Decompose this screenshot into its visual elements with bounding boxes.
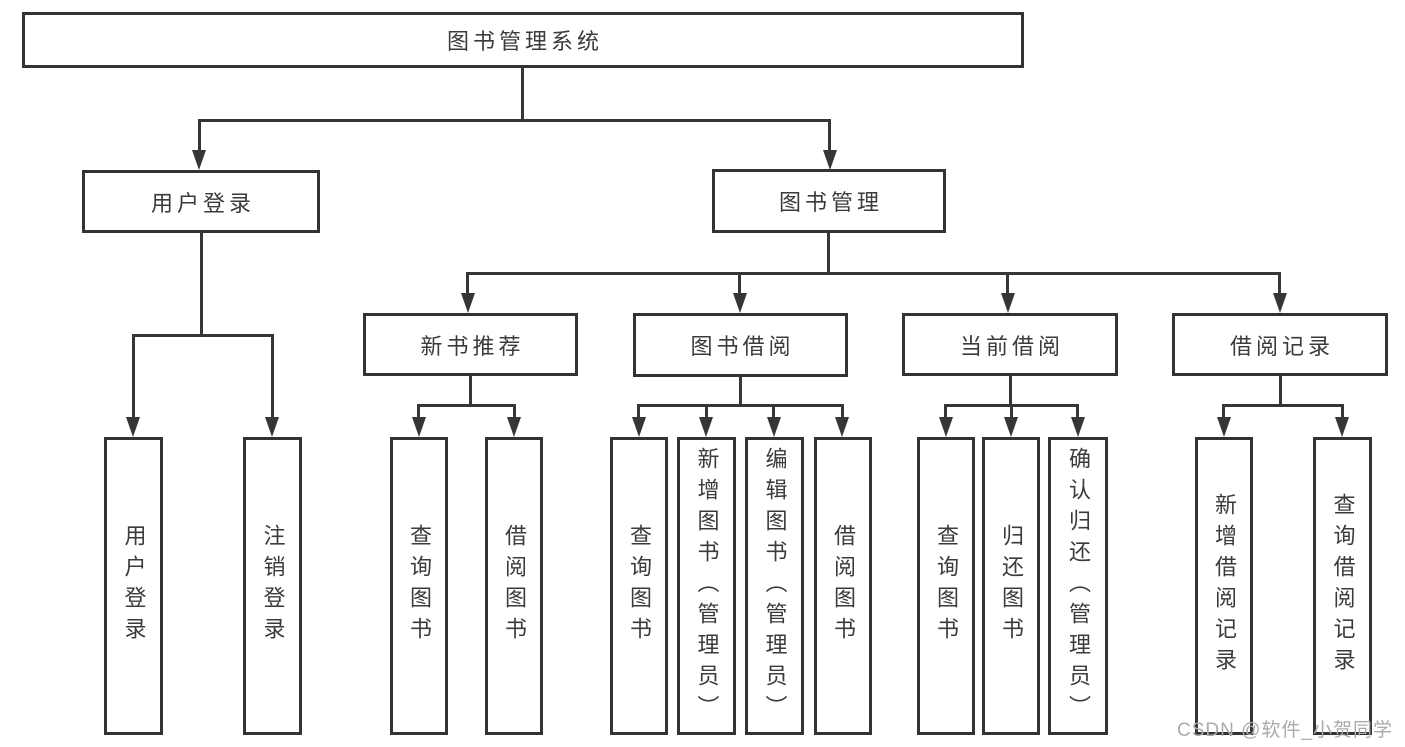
node-library-management-system: 图书管理系统 xyxy=(22,12,1024,68)
connector-line xyxy=(466,272,1281,275)
leaf-add-books-admin: 新增图书（管理员） xyxy=(677,437,736,735)
arrow-down-icon xyxy=(823,150,837,170)
connector-line xyxy=(738,272,741,295)
connector-line xyxy=(1222,404,1343,407)
connector-line xyxy=(705,404,708,419)
leaf-query-borrow-record: 查询借阅记录 xyxy=(1313,437,1372,735)
connector-line xyxy=(1009,376,1012,406)
connector-line xyxy=(132,334,135,419)
connector-line xyxy=(739,376,742,406)
arrow-down-icon xyxy=(1001,293,1015,313)
leaf-label: 归还图书 xyxy=(999,524,1024,648)
connector-line xyxy=(828,119,831,152)
node-label: 用户登录 xyxy=(150,190,255,216)
connector-line xyxy=(198,119,831,122)
leaf-edit-books-admin: 编辑图书（管理员） xyxy=(745,437,804,735)
connector-line xyxy=(417,404,420,419)
connector-line xyxy=(200,233,203,336)
leaf-label: 借阅图书 xyxy=(502,524,527,648)
arrow-down-icon xyxy=(1217,417,1231,437)
leaf-borrow-books: 借阅图书 xyxy=(814,437,872,735)
node-label: 图书借阅 xyxy=(690,334,795,359)
leaf-query-books-current: 查询图书 xyxy=(917,437,975,735)
leaf-user-login: 用户登录 xyxy=(104,437,163,735)
leaf-label: 注销登录 xyxy=(260,524,286,648)
leaf-logout-login: 注销登录 xyxy=(243,437,302,735)
connector-line xyxy=(1222,404,1225,419)
leaf-label: 借阅图书 xyxy=(831,524,856,648)
arrow-down-icon xyxy=(699,417,713,437)
leaf-label: 查询图书 xyxy=(407,524,432,648)
connector-line xyxy=(1006,272,1009,295)
node-borrowing-records: 借阅记录 xyxy=(1172,313,1388,376)
node-label: 借阅记录 xyxy=(1229,333,1334,359)
arrow-down-icon xyxy=(939,417,953,437)
arrow-down-icon xyxy=(265,417,279,437)
leaf-label: 查询图书 xyxy=(627,524,652,648)
connector-line xyxy=(772,404,775,419)
arrow-down-icon xyxy=(461,293,475,313)
connector-line xyxy=(944,404,947,419)
arrow-down-icon xyxy=(192,150,206,170)
connector-line xyxy=(1341,404,1344,419)
connector-line xyxy=(271,334,274,419)
leaf-label: 查询图书 xyxy=(934,524,959,648)
arrow-down-icon xyxy=(1004,417,1018,437)
connector-line xyxy=(1279,376,1282,406)
connector-line xyxy=(637,404,843,407)
leaf-label: 新增借阅记录 xyxy=(1212,493,1237,679)
node-label: 新书推荐 xyxy=(420,333,525,359)
arrow-down-icon xyxy=(835,417,849,437)
arrow-down-icon xyxy=(1273,293,1287,313)
leaf-add-borrow-record: 新增借阅记录 xyxy=(1195,437,1253,735)
connector-line xyxy=(469,376,472,406)
leaf-query-books-borrowing: 查询图书 xyxy=(610,437,668,735)
arrow-down-icon xyxy=(1335,417,1349,437)
connector-line xyxy=(521,68,524,121)
leaf-label: 查询借阅记录 xyxy=(1330,493,1356,679)
node-new-book-recommendation: 新书推荐 xyxy=(363,313,578,376)
arrow-down-icon xyxy=(126,417,140,437)
leaf-return-books: 归还图书 xyxy=(982,437,1040,735)
arrow-down-icon xyxy=(507,417,521,437)
connector-line xyxy=(827,232,830,274)
node-current-borrowing: 当前借阅 xyxy=(902,313,1118,376)
connector-line xyxy=(1010,404,1013,419)
node-label: 当前借阅 xyxy=(959,333,1064,359)
arrow-down-icon xyxy=(1071,417,1085,437)
node-user-login: 用户登录 xyxy=(82,170,320,233)
leaf-query-books-recommendation: 查询图书 xyxy=(390,437,448,735)
connector-line xyxy=(417,404,516,407)
node-book-management: 图书管理 xyxy=(712,169,946,233)
leaf-label: 确认归还（管理员） xyxy=(1066,446,1091,726)
leaf-label: 编辑图书（管理员） xyxy=(762,446,788,726)
node-label: 图书管理 xyxy=(778,190,883,215)
connector-line xyxy=(1076,404,1079,419)
arrow-down-icon xyxy=(767,417,781,437)
arrow-down-icon xyxy=(412,417,426,437)
leaf-label: 用户登录 xyxy=(121,524,147,648)
leaf-borrow-books-recommendation: 借阅图书 xyxy=(485,437,543,735)
node-book-borrowing: 图书借阅 xyxy=(633,313,848,377)
leaf-label: 新增图书（管理员） xyxy=(694,446,720,726)
arrow-down-icon xyxy=(632,417,646,437)
connector-line xyxy=(132,334,274,337)
connector-line xyxy=(637,404,640,419)
connector-line xyxy=(466,272,469,295)
connector-line xyxy=(1278,272,1281,295)
node-label: 图书管理系统 xyxy=(446,29,603,54)
connector-line xyxy=(513,404,516,419)
leaf-confirm-return-admin: 确认归还（管理员） xyxy=(1048,437,1108,735)
connector-line xyxy=(198,119,201,152)
connector-line xyxy=(841,404,844,419)
arrow-down-icon xyxy=(733,293,747,313)
csdn-watermark: CSDN @软件_小贺同学 xyxy=(1177,720,1393,741)
